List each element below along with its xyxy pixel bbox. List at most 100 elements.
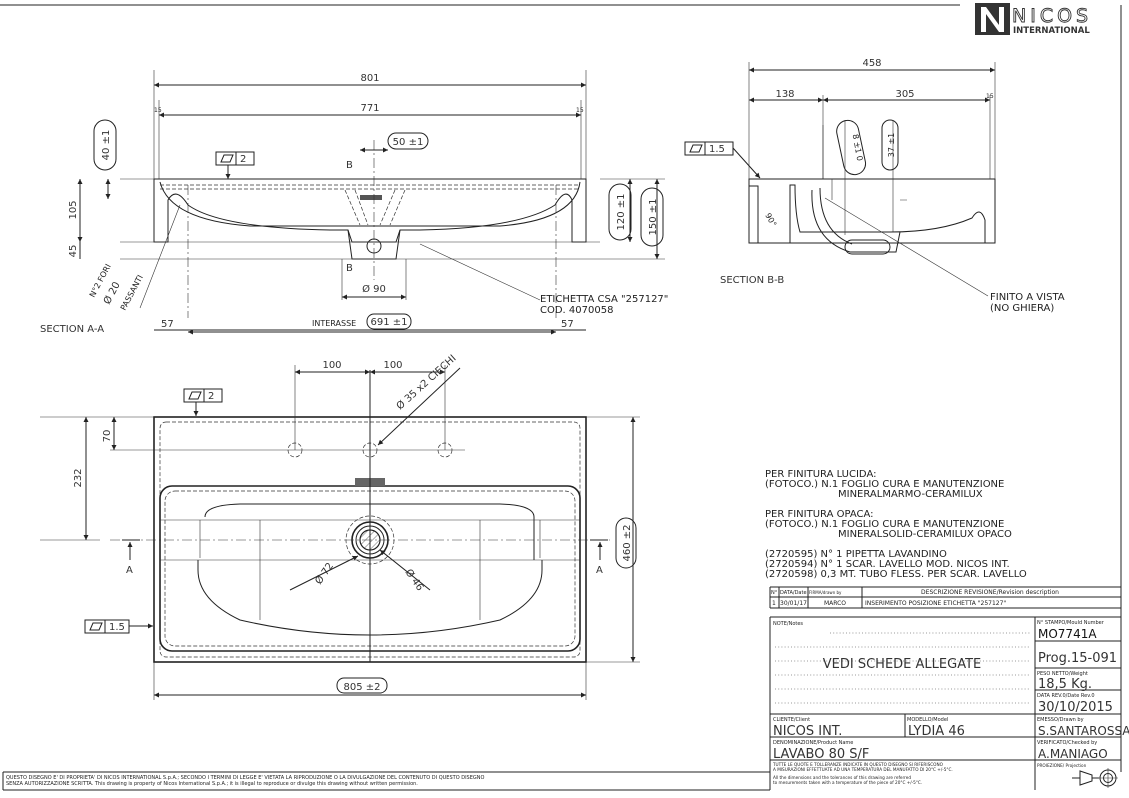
angle-90: 90°: [763, 212, 778, 229]
notes-label: NOTE/Notes: [773, 621, 803, 627]
dim-15-right: 15: [576, 107, 584, 114]
tolerance-it-2: A MISURAZIONI EFFETTUATE AD UNA TEMPERAT…: [773, 767, 953, 772]
section-a-a-label: SECTION A-A: [40, 324, 104, 335]
rev-header-n: N°: [771, 590, 778, 596]
dim-15-left: 15: [154, 107, 162, 114]
prog-number: Prog.15-091: [1038, 651, 1117, 666]
note-line: (2720598) 0,3 MT. TUBO FLESS. PER SCAR. …: [765, 569, 1027, 580]
dim-90: Ø 90: [362, 283, 386, 295]
note-line: (2720594) N° 1 SCAR. LAVELLO MOD. NICOS …: [765, 559, 1010, 570]
weight-label: PESO NETTO/Weight: [1037, 671, 1088, 677]
section-b-b-label: SECTION B-B: [720, 275, 784, 286]
flatness-value: 2: [208, 391, 214, 402]
client-value: NICOS INT.: [773, 724, 842, 739]
disclaimer-line-2: SENZA AUTORIZZAZIONE SCRITTA. This drawi…: [6, 781, 418, 787]
checked-value: A.MANIAGO: [1038, 747, 1108, 761]
dim-40: 40 ±1: [101, 130, 112, 161]
finishing-notes: PER FINITURA LUCIDA: (FOTOCO.) N.1 FOGLI…: [765, 469, 1027, 580]
model-value: LYDIA 46: [908, 724, 965, 739]
rev-date-value: 30/10/2015: [1038, 700, 1113, 715]
plan-view: 100 100 Ø 35 x2 CIECHI 70 232 460 ±2 805…: [40, 352, 640, 700]
dim-150: 150 ±1: [648, 198, 659, 235]
cut-a-label: A: [126, 565, 133, 576]
flatness-box-bb: 1.5: [684, 141, 761, 179]
revision-table: N° DATA/Date FIRMA/drawn by DESCRIZIONE …: [769, 586, 1121, 609]
dim-70: 70: [102, 430, 113, 443]
label-note-1: ETICHETTA CSA "257127": [540, 294, 668, 305]
dim-57-left: 57: [161, 319, 174, 330]
client-label: CLIENTE/Client: [773, 717, 810, 723]
note-line: MINERALMARMO-CERAMILUX: [838, 489, 983, 500]
tolerance-en-2: to mesurements taken with a temperature …: [773, 780, 922, 785]
section-a-a: 801 771 15 15 40 ±1 105 45 120 ±1 150 ±1…: [40, 70, 668, 335]
product-value: LAVABO 80 S/F: [773, 747, 869, 762]
product-label: DENOMINAZIONE/Product Name: [773, 740, 853, 746]
dim-138: 138: [775, 89, 794, 100]
cut-b-top: B: [346, 160, 353, 171]
flatness-value: 1.5: [709, 144, 725, 155]
dim-232: 232: [73, 468, 84, 487]
tolerance-it-1: TUTTE LE QUOTE E TOLLERANZE INDICATE IN …: [772, 762, 944, 767]
checked-label: VERIFICATO/Checked by: [1037, 740, 1097, 746]
notes-value: VEDI SCHEDE ALLEGATE: [823, 657, 981, 672]
model-label: MODELLO/Model: [907, 717, 948, 723]
note-line: (FOTOCO.) N.1 FOGLIO CURA E MANUTENZIONE: [765, 519, 1004, 530]
rev-date: 30/01/17: [780, 600, 807, 607]
dim-50: 50 ±1: [393, 137, 424, 148]
rev-number: 1: [772, 600, 776, 607]
mould-label: N° STAMPO/Mould Number: [1037, 620, 1105, 626]
projection-label: PROIEZIONE/ Projection: [1037, 763, 1087, 768]
flatness-box-plan-side: 1.5: [84, 619, 153, 634]
dim-805: 805 ±2: [343, 682, 380, 693]
cut-a-label: A: [596, 565, 603, 576]
holes-note-3: PASSANTI: [119, 273, 145, 311]
section-marker-a-right: A: [590, 540, 608, 576]
note-line: PER FINITURA LUCIDA:: [765, 469, 876, 480]
rev-header-by: FIRMA/drawn by: [809, 590, 842, 595]
rev-header-desc: DESCRIZIONE REVISIONE/Revision descripti…: [921, 589, 1059, 596]
nicos-logo: NICOS INTERNATIONAL: [975, 3, 1092, 36]
flatness-box-plan-top: 2: [183, 388, 223, 416]
finish-note-2: (NO GHIERA): [990, 303, 1054, 314]
label-note-2: COD. 4070058: [540, 305, 613, 316]
dim-46: Ø 46: [403, 567, 426, 593]
interasse-value: 691 ±1: [370, 317, 407, 328]
holes-35-note: Ø 35 x2 CIECHI: [394, 352, 459, 412]
dim-801: 801: [360, 73, 379, 84]
dim-105: 105: [68, 200, 79, 219]
logo-brand: NICOS: [1012, 5, 1092, 27]
dim-15-bb: 15: [986, 93, 994, 100]
dim-57-right: 57: [561, 319, 574, 330]
flatness-box: 2: [215, 151, 255, 179]
section-marker-a-left: A: [122, 540, 140, 576]
section-b-b: 458 138 305 15 8 ±1 0 37 ±1 1.5 90° SECT…: [684, 58, 1065, 314]
dim-72: Ø 72: [313, 560, 336, 586]
dim-37: 37 ±1: [887, 133, 896, 158]
flatness-value: 2: [240, 154, 246, 165]
title-block: NOTE/Notes VEDI SCHEDE ALLEGATE N° STAMP…: [769, 616, 1129, 790]
flatness-value: 1.5: [109, 622, 125, 633]
drawn-value: S.SANTAROSSA: [1038, 724, 1129, 738]
cut-b-bottom: B: [346, 263, 353, 274]
drawn-label: EMESSO/Drawn by: [1037, 717, 1084, 723]
rev-header-date: DATA/Date: [780, 590, 807, 596]
holes-note-2: Ø 20: [101, 280, 123, 307]
dim-305: 305: [895, 89, 914, 100]
dim-100-left: 100: [322, 360, 341, 371]
dim-458: 458: [862, 58, 881, 69]
dim-771: 771: [360, 103, 379, 114]
rev-description: INSERIMENTO POSIZIONE ETICHETTA "257127": [865, 600, 1006, 607]
weight-value: 18,5 Kg.: [1038, 677, 1092, 692]
rev-date-label: DATA REV.0/Date Rev.0: [1037, 693, 1095, 699]
drawing-frame: [0, 4, 1122, 772]
dim-100-right: 100: [383, 360, 402, 371]
interasse-label: INTERASSE: [312, 319, 356, 328]
dim-8: 8 ±1 0: [851, 133, 865, 161]
logo-subtitle: INTERNATIONAL: [1013, 26, 1090, 36]
dim-45: 45: [68, 245, 79, 258]
note-line: PER FINITURA OPACA:: [765, 509, 874, 520]
tolerance-en-1: All the dimensions and the tolerances of…: [773, 775, 911, 780]
note-line: MINERALSOLID-CERAMILUX OPACO: [838, 529, 1012, 540]
disclaimer: QUESTO DISEGNO E' DI PROPRIETA' DI NICOS…: [2, 771, 770, 791]
